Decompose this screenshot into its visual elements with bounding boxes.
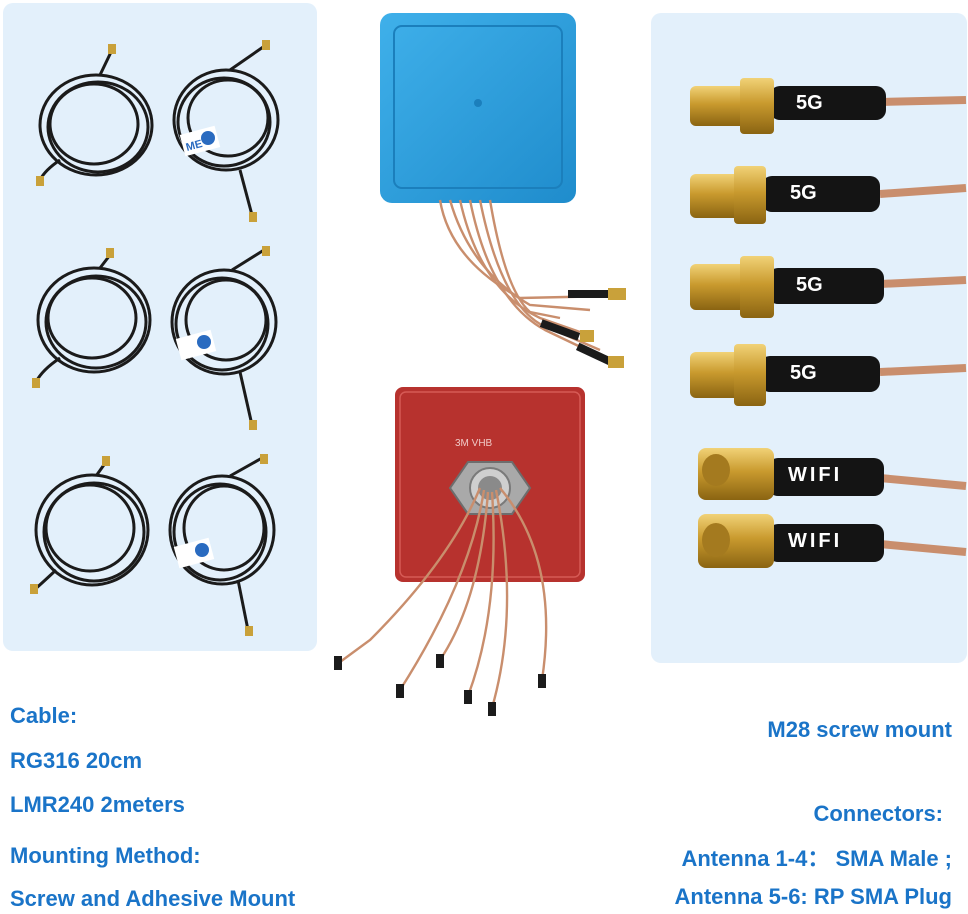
coiled-cable-3 bbox=[32, 248, 152, 388]
cable-lmr240-spec: LMR240 2meters bbox=[10, 792, 185, 817]
coiled-cable-2 bbox=[172, 40, 280, 222]
coiled-cable-6 bbox=[168, 454, 276, 636]
cable-heading: Cable: bbox=[10, 703, 78, 728]
connector-5 bbox=[698, 448, 967, 500]
connectors-antenna-5-6: Antenna 5-6: RP SMA Plug bbox=[674, 884, 952, 909]
connectors-heading: Connectors: bbox=[813, 801, 943, 826]
cable-rg316-spec: RG316 20cm bbox=[10, 748, 143, 773]
antenna-pigtail-cables bbox=[438, 199, 626, 368]
connector-marking-6: WIFI bbox=[788, 530, 843, 552]
connector-marking-2: 5G bbox=[790, 182, 817, 204]
connector-4 bbox=[690, 344, 967, 406]
connector-6 bbox=[698, 514, 967, 568]
connector-marking-4: 5G bbox=[790, 362, 817, 384]
connector-marking-3: 5G bbox=[796, 274, 823, 296]
connector-2 bbox=[690, 166, 967, 224]
mounting-value: Screw and Adhesive Mount bbox=[10, 886, 296, 911]
antenna-housing bbox=[380, 13, 576, 203]
coiled-cable-1 bbox=[36, 44, 154, 186]
coiled-cable-4 bbox=[170, 246, 278, 430]
mount-pigtail-cables bbox=[334, 487, 548, 716]
screw-mount-label: M28 screw mount bbox=[767, 717, 952, 742]
connector-3 bbox=[690, 256, 967, 318]
connector-marking-5: WIFI bbox=[788, 464, 843, 486]
connector-1 bbox=[690, 78, 967, 134]
connectors-antenna-1-4: Antenna 1-4： SMA Male ; bbox=[681, 846, 952, 871]
pad-marking: 3M VHB bbox=[455, 438, 493, 449]
connector-marking-1: 5G bbox=[796, 92, 823, 114]
screw-mount bbox=[448, 461, 532, 515]
mounting-heading: Mounting Method: bbox=[10, 843, 201, 868]
coiled-cable-5 bbox=[30, 456, 150, 594]
